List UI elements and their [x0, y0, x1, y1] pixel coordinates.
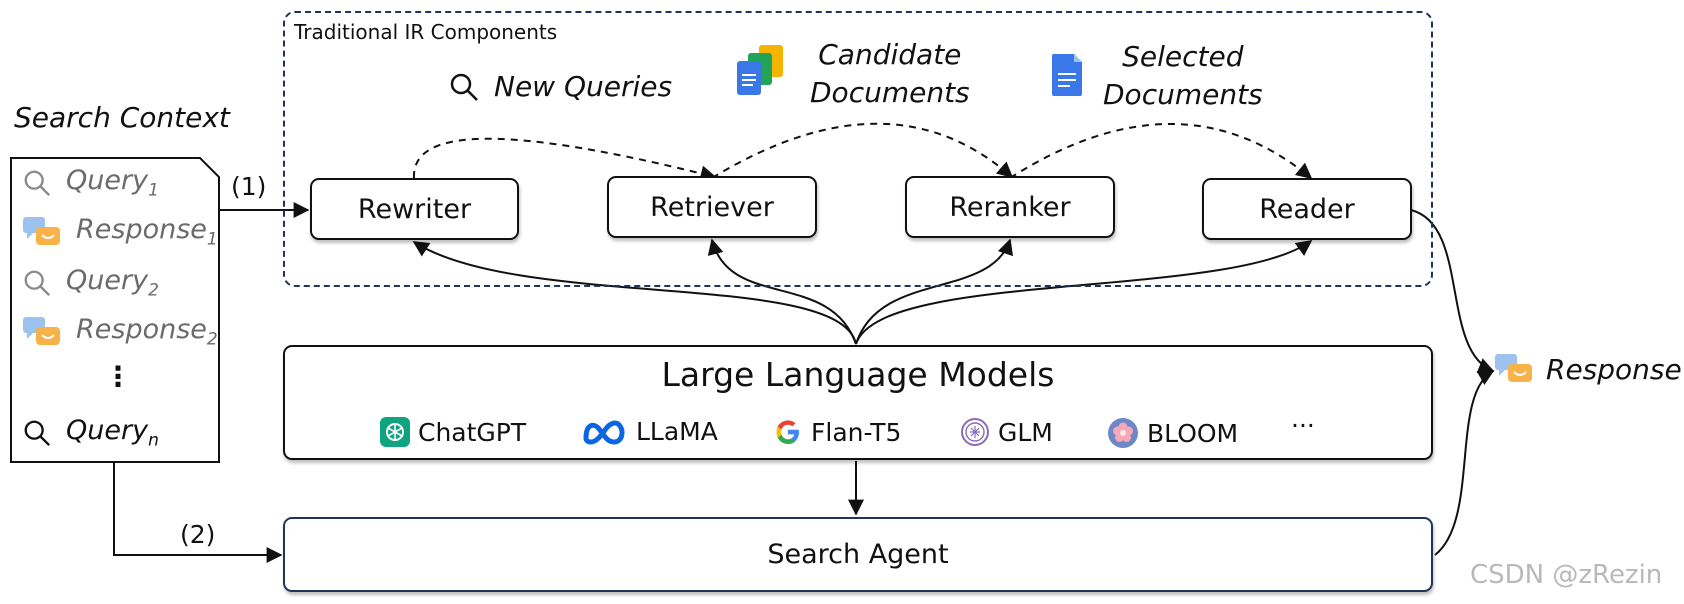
magnifier-icon — [24, 170, 51, 196]
model-llama-label: LLaMA — [636, 417, 718, 446]
edge-agent-response — [1434, 370, 1495, 556]
chatgpt-icon — [380, 417, 410, 447]
context-query-1: Query1 — [22, 165, 159, 200]
new-queries-artifact: New Queries — [448, 68, 672, 106]
context-query-n: Queryn — [22, 415, 159, 450]
model-flan-t5-label: Flan-T5 — [811, 417, 902, 447]
llm-panel: Large Language Models ChatGPT LLaMA Flan… — [283, 345, 1433, 460]
new-queries-label: New Queries — [494, 70, 673, 103]
chat-bubbles-icon — [1495, 354, 1532, 382]
search-context-box — [10, 157, 220, 463]
candidate-documents-label: Candidate Documents — [810, 38, 970, 109]
model-bloom-label: BLOOM — [1147, 418, 1239, 448]
edge-rewriter-retriever — [412, 137, 717, 182]
bloom-flower-icon — [1108, 418, 1138, 448]
rewriter-label: Rewriter — [357, 193, 472, 225]
glm-seal-icon — [961, 418, 989, 446]
model-glm-label: GLM — [998, 417, 1053, 447]
retriever-node: Retriever — [607, 176, 817, 238]
model-bloom: BLOOM — [1107, 417, 1238, 449]
ir-components-group — [283, 11, 1433, 287]
edge-reader-response — [1410, 209, 1495, 374]
edge-reranker-reader — [1009, 123, 1313, 180]
model-glm: GLM — [960, 417, 1053, 447]
search-agent-node: Search Agent — [283, 517, 1433, 592]
model-llama: LLaMA — [582, 417, 718, 446]
google-g-icon — [776, 420, 799, 444]
response-label: Response — [1546, 352, 1682, 386]
candidate-documents-icon — [735, 43, 787, 103]
edge-context-agent — [113, 461, 283, 563]
step-2-label: (2) — [180, 520, 216, 549]
selected-documents-icon — [1050, 52, 1084, 102]
step-1-label: (1) — [231, 172, 267, 201]
watermark: CSDN @zRezin — [1470, 560, 1663, 590]
meta-infinity-icon — [583, 420, 625, 444]
magnifier-icon — [24, 420, 51, 446]
model-chatgpt-label: ChatGPT — [418, 417, 527, 447]
edge-llm-rewriter — [412, 241, 857, 345]
edge-llm-retriever — [707, 238, 857, 345]
context-response-2: Response2 — [22, 314, 218, 349]
reader-label: Reader — [1259, 193, 1355, 225]
response-output: Response — [1494, 351, 1682, 387]
ir-group-title: Traditional IR Components — [294, 20, 558, 44]
reranker-node: Reranker — [905, 176, 1115, 238]
context-response-1: Response1 — [22, 214, 218, 249]
reader-node: Reader — [1202, 178, 1412, 240]
retriever-label: Retriever — [650, 191, 774, 223]
llm-title: Large Language Models — [661, 355, 1055, 394]
reranker-label: Reranker — [949, 191, 1071, 223]
chat-bubbles-icon — [23, 216, 60, 245]
chat-bubbles-icon — [23, 316, 60, 345]
context-ellipsis: ⋮ — [104, 360, 132, 393]
model-chatgpt: ChatGPT — [380, 417, 526, 447]
context-query-2: Query2 — [22, 265, 159, 300]
magnifier-icon — [450, 73, 478, 101]
search-agent-label: Search Agent — [767, 539, 949, 570]
search-context-title: Search Context — [14, 101, 230, 134]
model-more: ··· — [1291, 411, 1315, 440]
selected-documents-label: Selected Documents — [1103, 40, 1263, 111]
model-flan-t5: Flan-T5 — [773, 417, 901, 447]
rewriter-node: Rewriter — [310, 178, 519, 240]
edge-retriever-reranker — [711, 122, 1014, 179]
magnifier-icon — [24, 270, 51, 296]
